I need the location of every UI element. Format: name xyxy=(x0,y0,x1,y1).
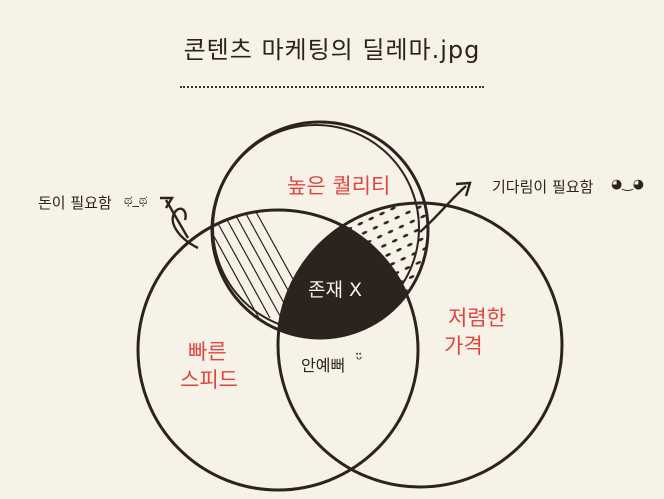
circle-speed xyxy=(136,208,420,492)
right-arrow-head xyxy=(455,181,472,197)
label-cheap-line1: 저렴한 xyxy=(448,306,506,330)
circle-quality-sketch xyxy=(212,124,420,332)
left-callout-arrow xyxy=(171,207,199,250)
label-does-not-exist: 존재 X xyxy=(308,279,363,301)
label-fast-line1: 빠른 xyxy=(188,340,227,364)
label-high-quality: 높은 퀄리티 xyxy=(287,174,391,198)
label-cheap-line2: 가격 xyxy=(444,334,483,358)
smile-face-icon: ◕‿◕ xyxy=(611,177,645,192)
page-title: 콘텐츠 마케팅의 딜레마.jpg xyxy=(183,36,481,64)
circle-quality xyxy=(210,120,430,340)
callout-needs-money: 돈이 필요함 xyxy=(38,194,112,212)
callout-needs-waiting: 기다림이 필요함 xyxy=(492,178,594,196)
label-not-pretty: 안예뻐 xyxy=(301,356,346,375)
crying-face-icon: ಥ_ಥ xyxy=(124,193,148,208)
title-divider xyxy=(180,86,484,88)
right-callout-arrow xyxy=(419,185,467,233)
sad-face-icon: ᵕ̈ xyxy=(356,350,363,369)
circle-price xyxy=(276,201,564,489)
left-arrow-shaft xyxy=(164,199,190,239)
label-fast-line2: 스피드 xyxy=(180,368,238,392)
